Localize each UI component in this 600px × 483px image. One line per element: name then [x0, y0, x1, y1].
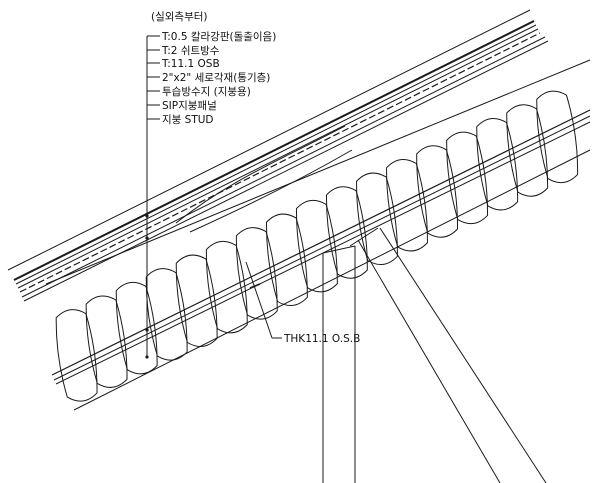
- layer-leaders: [146, 35, 160, 358]
- batten-profile: [175, 125, 346, 224]
- support-post: [322, 227, 379, 483]
- insulation-batt: [205, 240, 248, 334]
- insulation-batt: [175, 254, 218, 348]
- insulation-batt: [476, 117, 519, 211]
- layer-label-sip-panel: SIP지붕패널: [162, 100, 217, 112]
- insulation-batts: [55, 90, 579, 402]
- layer-label-sheet-waterproofing: T:2 쉬트방수: [161, 45, 220, 57]
- insulation-batt: [325, 186, 368, 279]
- insulation-batt: [356, 172, 398, 266]
- layer-label-roof-stud: 지붕 STUD: [162, 114, 214, 126]
- insulation-batt: [55, 309, 98, 402]
- insulation-batt: [386, 158, 428, 252]
- header-label: (실외측부터): [151, 11, 208, 23]
- insulation-batt: [295, 199, 338, 293]
- support-beam: [357, 227, 547, 483]
- insulation-batt: [145, 268, 188, 361]
- layer-label-breathable-membrane: 투습방수지 (지붕용): [162, 86, 251, 98]
- insulation-batt: [235, 227, 278, 320]
- insulation-batt: [416, 145, 459, 238]
- leader-dots: [145, 214, 149, 359]
- sip-panel-bounds: [45, 59, 591, 411]
- insulation-batt: [85, 295, 128, 388]
- insulation-batt: [115, 281, 158, 375]
- osb-callout-leader: [245, 261, 282, 339]
- insulation-batt: [265, 213, 308, 307]
- layer-label-vent-batten: 2"x2" 세로각재(통기층): [162, 72, 270, 84]
- layer-label-steel-sheet: T:0.5 칼라강판(돌출이음): [161, 30, 276, 43]
- insulation-batt: [536, 90, 579, 184]
- insulation-batt: [506, 104, 549, 197]
- layer-label-osb: T:11.1 OSB: [161, 58, 220, 70]
- roof-outer-lines: [7, 9, 549, 302]
- insulation-batt: [446, 131, 489, 225]
- osb-callout-label: THK11.1 O.S.B: [283, 333, 360, 345]
- batten-profile-lower: [189, 149, 353, 233]
